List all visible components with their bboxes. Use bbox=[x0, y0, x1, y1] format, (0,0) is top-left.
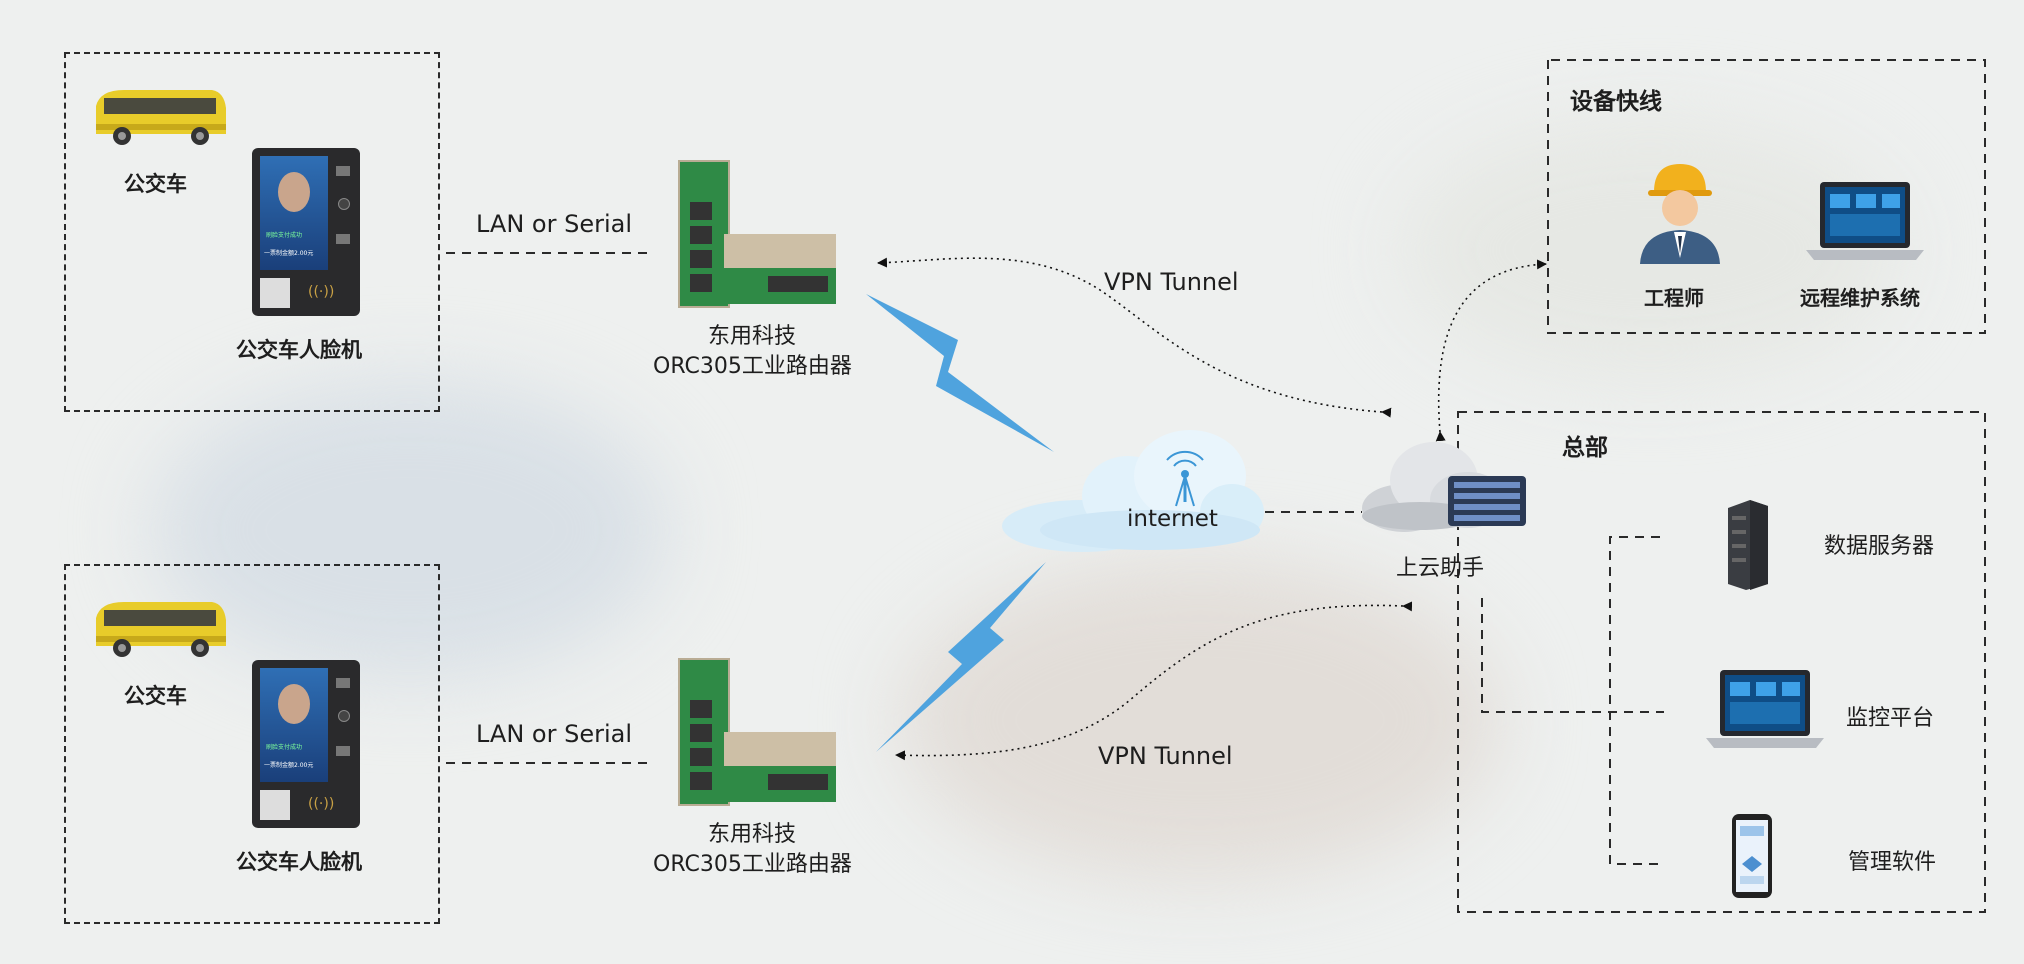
engineer-label: 工程师 bbox=[1644, 286, 1704, 310]
nfc-icon: ((·)) bbox=[308, 284, 335, 300]
vpn-label-bottom: VPN Tunnel bbox=[1098, 742, 1233, 770]
router-din-module bbox=[678, 160, 730, 308]
terminal-fare-text: 一票制金额2.00元 bbox=[264, 250, 314, 257]
cloud-assistant-icon bbox=[1362, 442, 1526, 532]
laptop-icon bbox=[1806, 182, 1924, 260]
bus-icon bbox=[96, 602, 226, 657]
terminal-sensor bbox=[336, 234, 350, 244]
server-icon bbox=[1728, 500, 1768, 590]
assistant-quickline-link bbox=[1435, 259, 1547, 442]
internet-cloud-icon bbox=[1002, 430, 1264, 552]
data-server-label: 数据服务器 bbox=[1824, 534, 1935, 559]
phone-app-icon bbox=[1732, 814, 1772, 898]
terminal-camera-icon bbox=[338, 198, 350, 210]
terminal-fare-text: 一票制金额2.00元 bbox=[264, 762, 314, 769]
terminal-banner: 刷脸支付成功 bbox=[266, 744, 303, 751]
terminal-camera-icon bbox=[338, 710, 350, 722]
management-software-label: 管理软件 bbox=[1848, 850, 1937, 875]
terminal-label: 公交车人脸机 bbox=[236, 850, 362, 874]
nfc-icon: ((·)) bbox=[308, 796, 335, 812]
monitor-platform-label: 监控平台 bbox=[1846, 706, 1935, 731]
lightning-bottom bbox=[876, 562, 1046, 752]
face-terminal-device: 刷脸支付成功 一票制金额2.00元 ((·)) bbox=[252, 148, 360, 316]
terminal-screen: 刷脸支付成功 一票制金额2.00元 bbox=[260, 668, 328, 782]
router-brand-bottom: 东用科技 bbox=[708, 822, 797, 847]
router-model-top: ORC305工业路由器 bbox=[653, 354, 852, 379]
terminal-screen: 刷脸支付成功 一票制金额2.00元 bbox=[260, 156, 328, 270]
lan-label-bottom: LAN or Serial bbox=[476, 720, 633, 748]
terminal-sensor bbox=[336, 746, 350, 756]
remote-system-label: 远程维护系统 bbox=[1800, 286, 1920, 310]
internet-label: internet bbox=[1127, 506, 1218, 532]
quick-line-group-box bbox=[1547, 59, 1986, 334]
monitor-laptop-icon bbox=[1706, 670, 1824, 748]
cloud-assistant-label: 上云助手 bbox=[1396, 556, 1485, 581]
hq-group-box bbox=[1457, 411, 1986, 913]
hq-link-server-app bbox=[1609, 536, 1664, 865]
terminal-label: 公交车人脸机 bbox=[236, 338, 362, 362]
bus-icon bbox=[96, 90, 226, 145]
lan-label-top: LAN or Serial bbox=[476, 210, 633, 238]
quick-line-title: 设备快线 bbox=[1570, 89, 1662, 115]
hq-link-monitor bbox=[1481, 598, 1664, 713]
vpn-label-top: VPN Tunnel bbox=[1104, 268, 1239, 296]
top-left-bus-group bbox=[64, 52, 440, 412]
bus-label: 公交车 bbox=[124, 172, 187, 196]
face-avatar bbox=[278, 172, 310, 212]
qr-scanner-icon bbox=[260, 278, 290, 308]
face-avatar bbox=[278, 684, 310, 724]
engineer-icon bbox=[1640, 164, 1720, 264]
terminal-sensor bbox=[336, 166, 350, 176]
router-model-bottom: ORC305工业路由器 bbox=[653, 852, 852, 877]
vpn-tunnel-bottom bbox=[895, 601, 1413, 761]
face-terminal-device: 刷脸支付成功 一票制金额2.00元 ((·)) bbox=[252, 660, 360, 828]
router-body bbox=[724, 732, 836, 802]
bus-label: 公交车 bbox=[124, 684, 187, 708]
bottom-left-bus-group bbox=[64, 564, 440, 924]
qr-scanner-icon bbox=[260, 790, 290, 820]
terminal-sensor bbox=[336, 678, 350, 688]
hq-title: 总部 bbox=[1562, 435, 1608, 461]
lightning-top bbox=[866, 294, 1054, 452]
vpn-tunnel-top bbox=[877, 257, 1392, 418]
background-blur bbox=[150, 380, 670, 680]
router-din-module bbox=[678, 658, 730, 806]
router-brand-top: 东用科技 bbox=[708, 324, 797, 349]
terminal-banner: 刷脸支付成功 bbox=[266, 232, 303, 239]
router-body bbox=[724, 234, 836, 304]
